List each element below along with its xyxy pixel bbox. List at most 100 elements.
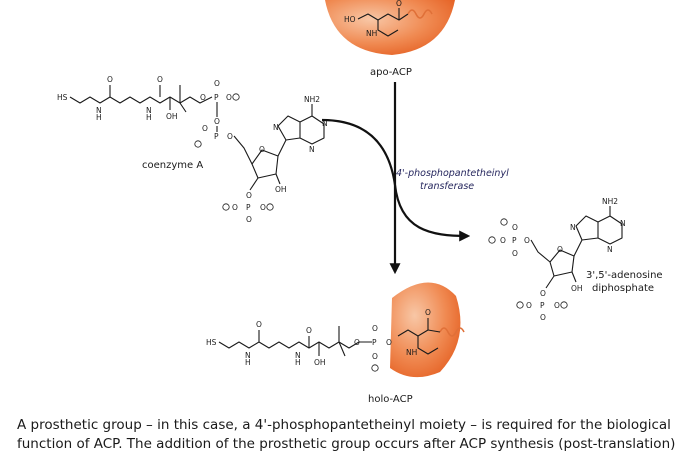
enzyme-label-line1: 4'-phosphopantetheinyl: [396, 168, 509, 179]
holo-charge-icon: [371, 364, 379, 372]
holo-acp-label: holo-ACP: [368, 394, 413, 405]
coa-nh1-label: N: [96, 106, 102, 115]
coa-bridge-o-label: O: [214, 117, 220, 126]
holo-p-o1-label: O: [372, 324, 378, 333]
coa-p3-o2-label: O: [260, 203, 266, 212]
coa-p1-o2-label: O: [226, 93, 232, 102]
coa-nh2-amine-label: NH2: [304, 95, 320, 104]
holo-n2-label: N: [295, 351, 301, 360]
coa-adenine-n1: N: [273, 123, 279, 132]
holo-p-o2-label: O: [372, 352, 378, 361]
adp-n2-label: N: [620, 219, 626, 228]
coa-p3-label: P: [246, 203, 251, 212]
product-label-line1: 3',5'-adenosine: [586, 270, 663, 281]
coa-dimethyl-bonds: [179, 85, 187, 113]
coa-o1-label: O: [107, 75, 113, 84]
adp-op-bond: [545, 275, 555, 289]
adp-o2-label: O: [524, 236, 530, 245]
holo-chain-wave: [439, 327, 465, 337]
coa-hs-label: HS: [57, 93, 68, 102]
adp-charge4-icon: [560, 301, 568, 309]
apo-acp-shape: [325, 0, 455, 55]
apo-serine-bonds: [357, 13, 409, 21]
adp-p1-label: P: [512, 236, 517, 245]
holo-prosthetic-structure: HS N H O N H O OH O P O O O: [206, 320, 392, 372]
figure-caption: A prosthetic group – in this case, a 4'-…: [17, 417, 676, 452]
adp-o1-label: O: [500, 236, 506, 245]
coa-o2-label: O: [157, 75, 163, 84]
coa-h1-label: H: [96, 113, 102, 122]
adp-charge1-icon: [500, 218, 508, 226]
coa-oh-label: OH: [166, 112, 178, 121]
holo-oh-label: OH: [314, 358, 326, 367]
holo-dimethyl-bonds: [338, 326, 346, 357]
adp-p2-o2-label: O: [554, 301, 560, 310]
adp-charge2-icon: [488, 236, 496, 244]
apo-acp-protein: HO NH O: [325, 0, 455, 55]
coenzyme-a-structure: HS N H O N H O OH O P O O O P O O O OH O…: [57, 75, 328, 224]
coa-charge2-icon: [194, 140, 202, 148]
coa-p3-o1-label: O: [232, 203, 238, 212]
adp-o3-label: O: [540, 289, 546, 298]
coa-charge1-icon: [232, 93, 240, 101]
holo-chain-bonds: [218, 341, 372, 349]
apo-nh-label: NH: [366, 29, 377, 38]
adp-adenine-bonds: [573, 206, 623, 257]
coa-o4-label: O: [246, 191, 252, 200]
holo-o4-label: O: [386, 338, 392, 347]
side-product-arrow: [321, 118, 471, 242]
adp-p1-o2-label: O: [512, 249, 518, 258]
holo-h2-label: H: [295, 358, 301, 367]
adp-ring-o: O: [557, 245, 563, 254]
holo-o1-label: O: [256, 320, 262, 329]
holo-o-label: O: [425, 308, 431, 317]
holo-h1-label: H: [245, 358, 251, 367]
apo-ho-label: HO: [344, 15, 356, 24]
coa-adenine-n3: N: [309, 145, 315, 154]
adp-n3-label: N: [607, 245, 613, 254]
coa-h2-label: H: [146, 113, 152, 122]
coa-p1-o-label: O: [214, 79, 220, 88]
adp-p2-o1-label: O: [526, 301, 532, 310]
adp-ribose-ring: [549, 249, 575, 277]
adp-link-bonds: [530, 239, 551, 263]
coa-ribose-ring: [251, 149, 279, 179]
coa-ribose-link: [233, 135, 253, 165]
coa-p3-o3-label: O: [246, 215, 252, 224]
holo-acp-protein: O NH: [390, 282, 465, 378]
coa-oh2-label: OH: [275, 185, 287, 194]
holo-hs-label: HS: [206, 338, 217, 347]
apo-acp-label: apo-ACP: [370, 67, 412, 78]
holo-nh-label: NH: [406, 348, 417, 357]
coa-o3p-bond: [249, 177, 259, 191]
coa-p2-o-label: O: [202, 124, 208, 133]
holo-backbone-bonds: [417, 336, 439, 355]
adp-p1-o-label: O: [512, 223, 518, 232]
holo-o3-label: O: [354, 338, 360, 347]
holo-o2-label: O: [306, 326, 312, 335]
coa-nh2-label: N: [146, 106, 152, 115]
coa-adenine-bonds: [277, 104, 325, 157]
coa-oh2-bond: [275, 173, 281, 185]
apo-o-label: O: [396, 0, 402, 8]
adp-oh-bond: [571, 271, 577, 283]
adp-n1-label: N: [570, 223, 576, 232]
adp-charge3-icon: [516, 301, 524, 309]
coa-p2-label: P: [214, 132, 219, 141]
coa-charge3-icon: [222, 203, 230, 211]
holo-p-label: P: [372, 338, 377, 347]
adp-oh-label: OH: [571, 284, 583, 293]
coa-p1-label: P: [214, 93, 219, 102]
holo-acp-shape: [390, 282, 461, 378]
adenosine-diphosphate-structure: O P O O O O NH2 N N N OH O P O O O: [488, 197, 626, 322]
coa-charge4-icon: [266, 203, 274, 211]
product-label-line2: diphosphate: [592, 283, 654, 294]
coa-ring-o-label: O: [259, 145, 265, 154]
coa-adenine-n2: N: [322, 119, 328, 128]
apo-backbone-bonds: [377, 20, 399, 37]
apo-chain-wave: [407, 9, 433, 19]
enzyme-label-line2: transferase: [420, 181, 474, 192]
coa-p2-o2-label: O: [227, 132, 233, 141]
adp-p2-o3-label: O: [540, 313, 546, 322]
